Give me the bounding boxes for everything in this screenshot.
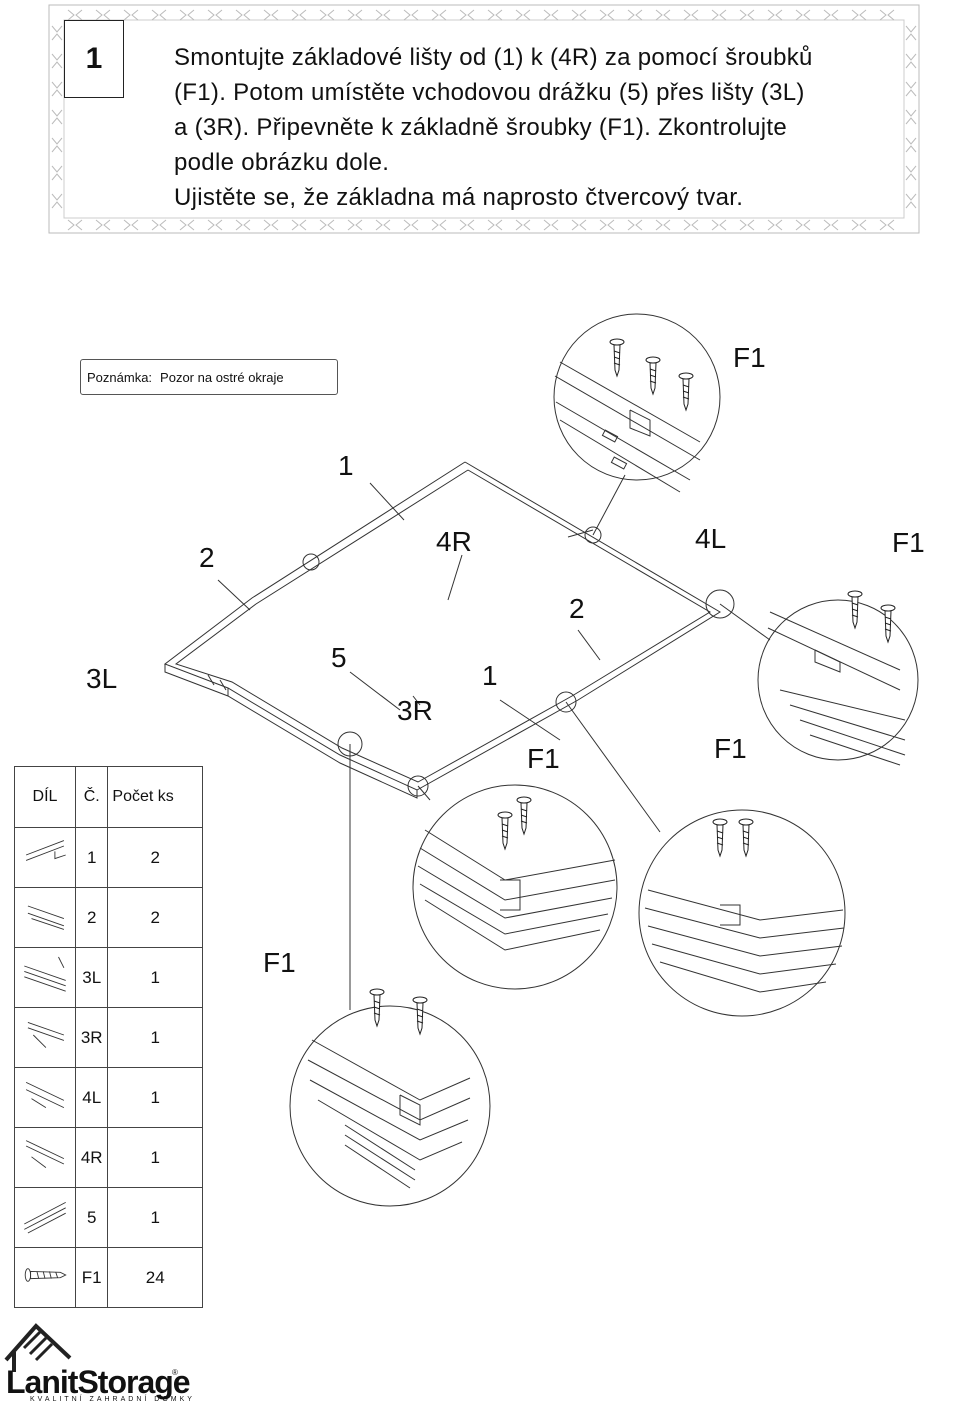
screw-icon [712, 818, 728, 858]
detail-circle-top [553, 313, 721, 481]
screw-icon [609, 338, 625, 378]
label-part-3r: 3R [397, 695, 433, 726]
part-image [14, 827, 76, 888]
detail-circle-bottom-mid [412, 784, 618, 990]
part-image [14, 887, 76, 948]
part-number: F1 [74, 1247, 109, 1308]
part-quantity: 1 [107, 1127, 203, 1188]
rail-4l-icon [25, 1081, 65, 1109]
instruction-line: Smontujte základové lišty od (1) k (4R) … [174, 44, 813, 71]
part-number: 2 [74, 887, 109, 948]
part-number: 5 [74, 1187, 109, 1248]
detail-bottom-right-drawing [644, 889, 845, 993]
table-header-row: DÍL Č. Počet ks [14, 766, 203, 828]
header-quantity: Počet ks [107, 766, 203, 828]
part-image [14, 1187, 76, 1248]
part-image [14, 1247, 76, 1308]
logo-registered: ® [172, 1368, 178, 1377]
lanit-logo-icon [4, 1323, 72, 1372]
rail-4r-icon [25, 1140, 65, 1168]
part-image [14, 1067, 76, 1128]
part-number: 4R [74, 1127, 109, 1188]
part-image [14, 1007, 76, 1068]
label-part-4r: 4R [436, 526, 472, 557]
part-number: 3L [74, 947, 109, 1008]
base-frame-drawing [163, 461, 721, 799]
rail-3l-icon [24, 956, 66, 992]
rail-1-icon [25, 840, 66, 861]
instruction-line: Ujistěte se, že základna má naprosto čtv… [174, 184, 744, 211]
part-quantity: 1 [107, 1007, 203, 1068]
label-part-3l: 3L [86, 663, 118, 694]
screw-icon [516, 796, 532, 836]
instruction-line: (F1). Potom umístěte vchodovou drážku (5… [174, 79, 805, 106]
screw-icon [497, 811, 513, 851]
label-part-5: 5 [331, 642, 347, 673]
part-number: 1 [74, 827, 109, 888]
screw-icon [738, 818, 754, 858]
part-number: 4L [74, 1067, 109, 1128]
detail-circle-right [757, 599, 919, 761]
detail-right-drawing [767, 611, 906, 766]
instruction-line: a (3R). Připevněte k základně šroubky (F… [174, 114, 788, 141]
rail-3r-icon [27, 1021, 65, 1048]
label-part-2-left: 2 [199, 542, 215, 573]
note-text: Pozor na ostré okraje [160, 370, 284, 385]
screw-icon-group [369, 338, 896, 1036]
part-quantity: 24 [107, 1247, 203, 1308]
label-f1-right: F1 [892, 527, 925, 558]
part-quantity: 2 [107, 827, 203, 888]
header-number: Č. [74, 766, 109, 828]
step-number-box: 1 [64, 20, 124, 98]
rail-2-icon [27, 905, 65, 930]
note-label: Poznámka: [87, 370, 153, 385]
header-frame [48, 4, 920, 234]
label-f1-mid: F1 [527, 743, 560, 774]
label-part-4l: 4L [695, 523, 727, 554]
screw-icon [412, 996, 428, 1036]
label-part-1-top: 1 [338, 450, 354, 481]
part-image [14, 1127, 76, 1188]
detail-circle-bottom-left [289, 1005, 491, 1207]
screw-icon [880, 604, 896, 644]
instruction-text: Smontujte základové lišty od (1) k (4R) … [174, 40, 894, 215]
logo-tagline: KVALITNÍ ZAHRADNÍ DOMKY [30, 1396, 195, 1403]
assembly-diagram [163, 313, 919, 1207]
instruction-line: podle obrázku dole. [174, 149, 390, 176]
label-part-2-right: 2 [569, 593, 585, 624]
screw-icon [847, 590, 863, 630]
logo-name: LanitStorage [6, 1364, 191, 1400]
label-part-1-mid: 1 [482, 660, 498, 691]
part-quantity: 1 [107, 1187, 203, 1248]
header-part: DÍL [14, 766, 76, 828]
part-number: 3R [74, 1007, 109, 1068]
part-quantity: 2 [107, 887, 203, 948]
screw-icon [645, 356, 661, 396]
label-f1-bottom-right: F1 [714, 733, 747, 764]
label-f1-top: F1 [733, 342, 766, 373]
detail-bottom-mid-drawing [417, 829, 616, 951]
label-f1-left: F1 [263, 947, 296, 978]
part-image [14, 947, 76, 1008]
detail-bottom-left-drawing [307, 1039, 471, 1189]
part-quantity: 1 [107, 1067, 203, 1128]
screw-icon [678, 372, 694, 412]
screw-icon [369, 988, 385, 1028]
part-quantity: 1 [107, 947, 203, 1008]
note-box: Poznámka: Pozor na ostré okraje [80, 359, 338, 395]
screw-icon [24, 1268, 67, 1282]
detail-circle-bottom-right [638, 809, 846, 1017]
door-channel-5-icon [24, 1202, 66, 1234]
detail-top-drawing [554, 361, 701, 493]
